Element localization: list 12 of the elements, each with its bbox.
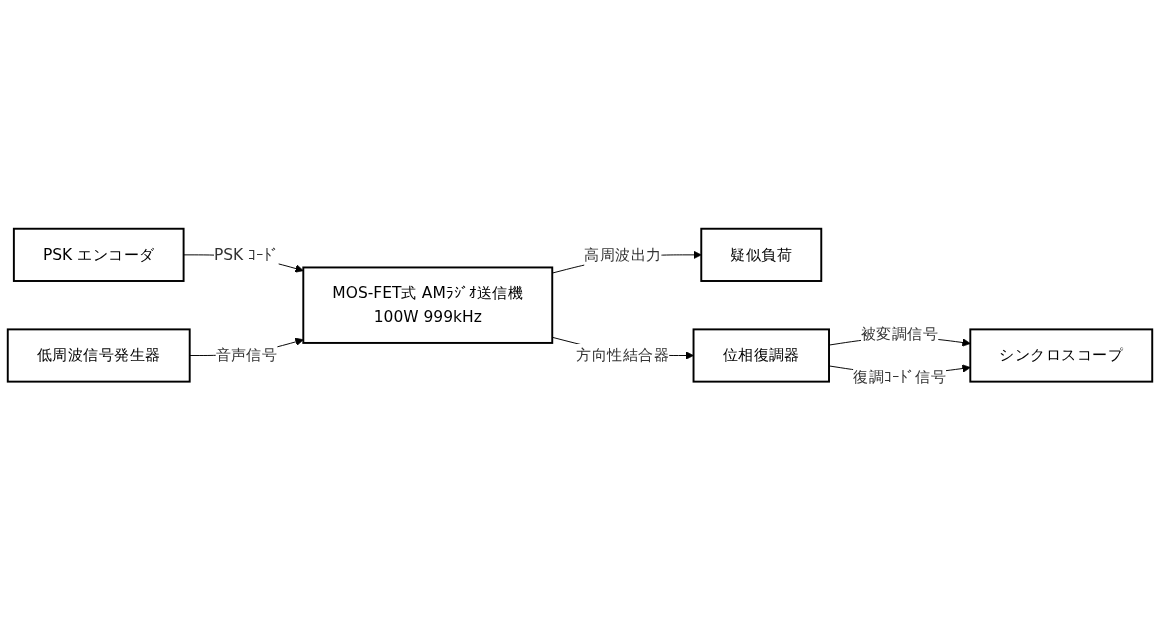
edge-label: 被変調信号 xyxy=(860,324,939,344)
node-box: MOS-FET式 AMﾗｼﾞｵ送信機 100W 999kHz xyxy=(302,266,554,345)
edge-label: 復調ｺｰﾄﾞ信号 xyxy=(853,367,946,386)
node-box: 低周波信号発生器 xyxy=(6,328,191,384)
edge-label: 音声信号 xyxy=(215,346,278,365)
node-box: PSK エンコーダ xyxy=(12,228,185,283)
node-box: シンクロスコープ xyxy=(969,328,1154,384)
node-box: 疑似負荷 xyxy=(700,228,823,283)
node-box: 位相復調器 xyxy=(692,328,830,384)
edge-label: PSK ｺｰﾄﾞ xyxy=(213,245,280,264)
edge-label: 高周波出力 xyxy=(584,245,662,264)
edge-label: 方向性結合器 xyxy=(576,346,670,365)
